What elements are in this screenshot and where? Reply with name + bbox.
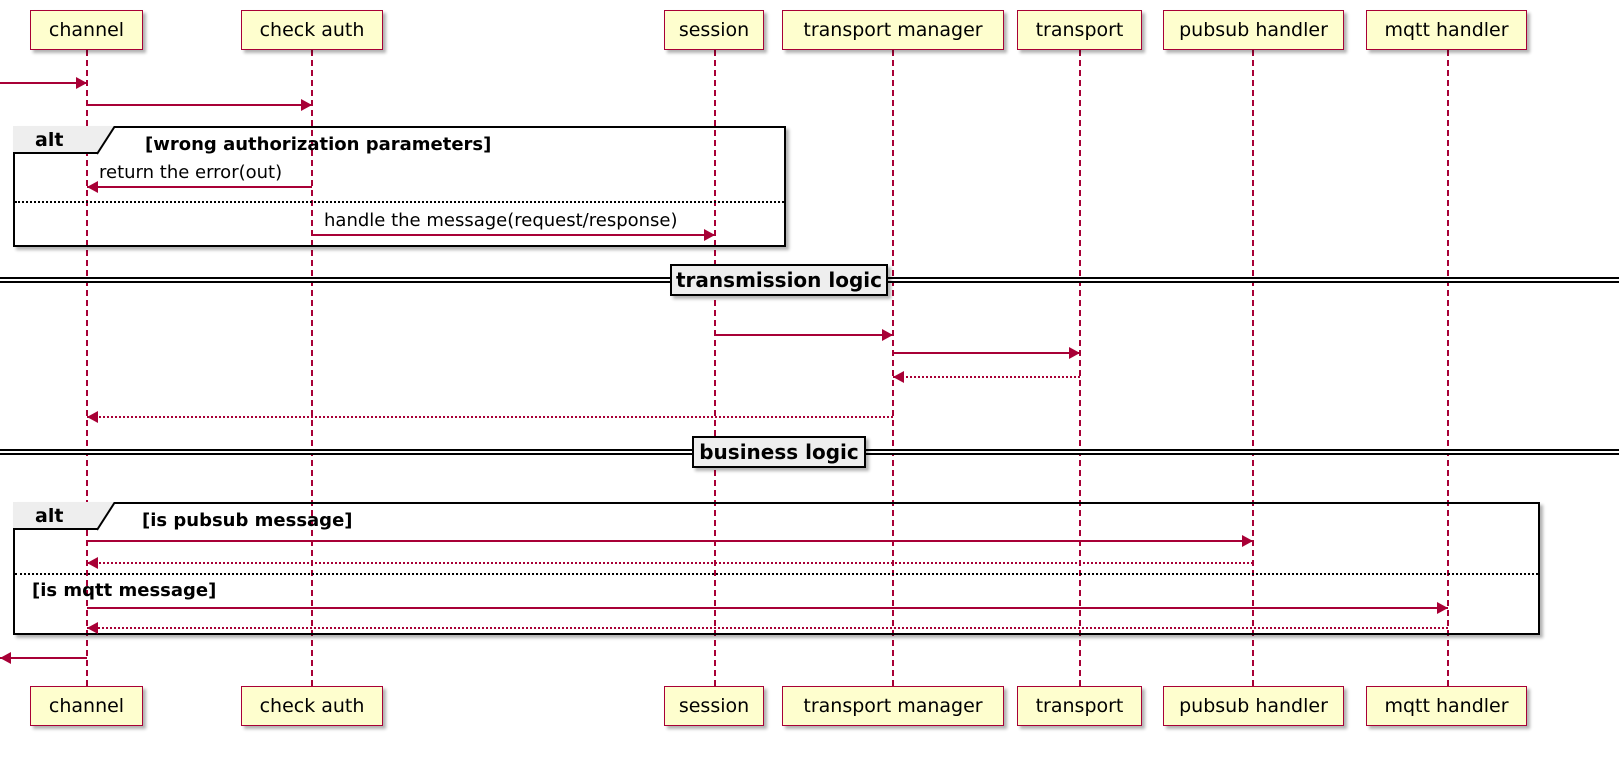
fragment-guard-alt2-0: [is pubsub message] (142, 510, 353, 531)
participant-bottom-transport[interactable]: transport (1017, 686, 1142, 726)
participant-bottom-channel[interactable]: channel (30, 686, 143, 726)
participant-bottom-pubsub_handler[interactable]: pubsub handler (1163, 686, 1344, 726)
fragment-operator-alt2: alt (35, 505, 64, 527)
participant-top-pubsub_handler[interactable]: pubsub handler (1163, 10, 1344, 50)
divider-div1: transmission logic (670, 264, 888, 296)
divider-div2: business logic (692, 436, 866, 468)
participant-bottom-session[interactable]: session (664, 686, 764, 726)
participant-bottom-transport_manager[interactable]: transport manager (782, 686, 1004, 726)
lifeline-mqtt_handler (1447, 50, 1449, 686)
message-line-m6 (893, 352, 1080, 354)
message-line-m8 (87, 416, 893, 418)
arrowhead-m8 (87, 411, 98, 423)
arrowhead-m10 (87, 557, 98, 569)
message-line-m7 (893, 376, 1080, 378)
message-label-m3: return the error(out) (99, 162, 283, 183)
fragment-guard-alt1-0: [wrong authorization parameters] (145, 134, 492, 155)
fragment-tab-alt1 (13, 126, 97, 154)
lifeline-transport (1079, 50, 1081, 686)
message-line-m1 (0, 82, 87, 84)
lifeline-pubsub_handler (1252, 50, 1254, 686)
message-line-m13 (0, 657, 87, 659)
message-line-m10 (87, 562, 1253, 564)
fragment-guard-alt2-1: [is mqtt message] (32, 580, 217, 601)
arrowhead-m12 (87, 622, 98, 634)
participant-top-check_auth[interactable]: check auth (241, 10, 383, 50)
lifeline-transport_manager (892, 50, 894, 686)
fragment-alt2 (13, 502, 1540, 635)
lifeline-check_auth (311, 50, 313, 686)
message-label-m4: handle the message(request/response) (324, 210, 678, 231)
arrowhead-m3 (87, 181, 98, 193)
fragment-tab-notch-edge-alt2 (96, 502, 116, 531)
participant-top-transport_manager[interactable]: transport manager (782, 10, 1004, 50)
participant-bottom-check_auth[interactable]: check auth (241, 686, 383, 726)
message-line-m5 (715, 334, 893, 336)
fragment-tab-notch-edge-alt1 (96, 126, 116, 155)
message-line-m12 (87, 627, 1448, 629)
fragment-else-divider-alt2-1 (15, 573, 1538, 575)
lifeline-channel (86, 50, 88, 686)
message-line-m2 (87, 104, 312, 106)
fragment-else-divider-alt1-1 (15, 201, 784, 203)
message-line-m3 (87, 186, 312, 188)
participant-bottom-mqtt_handler[interactable]: mqtt handler (1366, 686, 1527, 726)
arrowhead-m9 (1242, 535, 1253, 547)
message-line-m4 (312, 234, 715, 236)
participant-top-transport[interactable]: transport (1017, 10, 1142, 50)
arrowhead-m4 (704, 229, 715, 241)
participant-top-session[interactable]: session (664, 10, 764, 50)
lifeline-session (714, 50, 716, 686)
participant-top-mqtt_handler[interactable]: mqtt handler (1366, 10, 1527, 50)
fragment-tab-alt2 (13, 502, 97, 530)
arrowhead-m2 (301, 99, 312, 111)
participant-top-channel[interactable]: channel (30, 10, 143, 50)
message-line-m11 (87, 607, 1448, 609)
arrowhead-m11 (1437, 602, 1448, 614)
fragment-operator-alt1: alt (35, 129, 64, 151)
arrowhead-m13 (0, 652, 11, 664)
arrowhead-m5 (882, 329, 893, 341)
arrowhead-m1 (76, 77, 87, 89)
fragment-alt1 (13, 126, 786, 247)
arrowhead-m7 (893, 371, 904, 383)
message-line-m9 (87, 540, 1253, 542)
arrowhead-m6 (1069, 347, 1080, 359)
